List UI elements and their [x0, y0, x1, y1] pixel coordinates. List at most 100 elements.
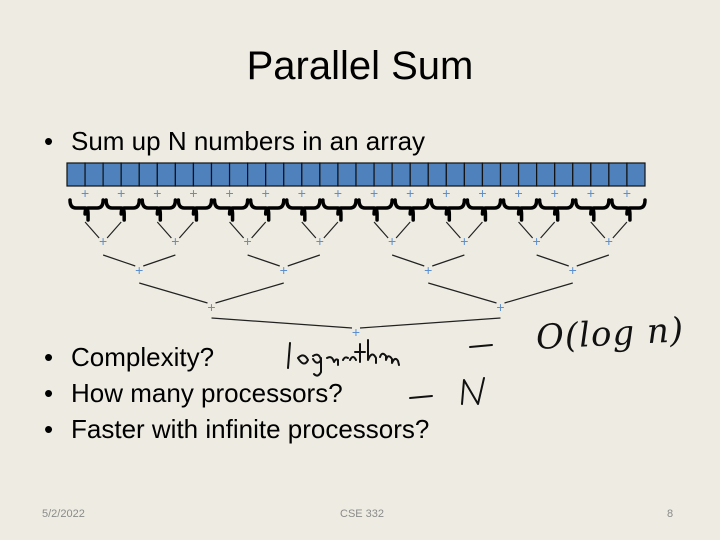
array-cell [572, 162, 592, 187]
array-cell [499, 162, 520, 187]
plus-operator: + [406, 185, 414, 201]
brace [176, 198, 214, 222]
brace [537, 198, 575, 222]
tree-edge [518, 221, 534, 239]
brace [104, 198, 141, 222]
plus-operator: + [262, 185, 270, 201]
brace [429, 198, 467, 222]
tree-edge [445, 221, 461, 239]
plus-operator: + [551, 185, 559, 201]
brace [321, 198, 358, 222]
tree-edge [467, 221, 483, 239]
tree-edge [612, 221, 628, 239]
plus-operator: + [460, 233, 468, 249]
tree-edge [102, 254, 136, 267]
tree-edge [229, 221, 245, 239]
tree-edge [139, 282, 208, 304]
tree-edge [156, 221, 172, 239]
array-cell [120, 162, 140, 187]
array-cell [265, 162, 285, 187]
tree-edge [84, 221, 100, 239]
plus-operator: + [316, 233, 324, 249]
footer-date: 5/2/2022 [42, 508, 85, 520]
slide-title: Parallel Sum [246, 44, 474, 88]
brace [248, 198, 286, 222]
brace [574, 198, 611, 222]
plus-operator: + [153, 185, 161, 201]
plus-operator: + [81, 185, 89, 201]
plus-operator: + [298, 185, 306, 201]
tree-edge [391, 254, 425, 267]
array-cell [373, 162, 393, 187]
brace [393, 198, 430, 222]
plus-operator: + [587, 185, 595, 201]
array-cell [192, 162, 213, 187]
array-cell [156, 162, 176, 187]
bullet-processors: •How many processors? [44, 378, 343, 408]
bullet-infinite: •Faster with infinite processors? [44, 414, 430, 444]
plus-operator: + [605, 233, 613, 249]
plus-operator: + [135, 262, 143, 278]
plus-operator: + [496, 299, 504, 315]
plus-operator: + [623, 185, 631, 201]
tree-edge [576, 254, 610, 267]
array-cell [517, 162, 538, 187]
array-cell [481, 162, 502, 187]
tree-edge [373, 221, 389, 239]
array-cell [138, 162, 158, 187]
plus-operator: + [370, 185, 378, 201]
tree-edge [323, 221, 339, 239]
bullet-sum: •Sum up N numbers in an array [44, 126, 426, 156]
tree-edge [540, 221, 556, 239]
brace [140, 198, 178, 222]
tree-edge [247, 254, 280, 267]
brace [465, 198, 503, 222]
tree-edge [536, 254, 569, 267]
plus-operator: + [171, 233, 179, 249]
plus-operator: + [207, 299, 215, 315]
array-cell [608, 162, 628, 187]
tree-edge [432, 254, 465, 267]
array-cell [445, 162, 465, 187]
tree-edge [143, 254, 176, 267]
plus-operator: + [352, 324, 360, 340]
plus-operator: + [280, 262, 288, 278]
tree-edge [287, 254, 321, 267]
tree-edge [178, 221, 194, 239]
plus-operator: + [424, 262, 432, 278]
array-cell [283, 162, 303, 187]
bullet-complexity: •Complexity? [44, 342, 215, 372]
tree-edge [395, 221, 411, 239]
array-cell [319, 162, 339, 187]
plus-operator: + [569, 262, 577, 278]
array-cell [301, 162, 321, 187]
plus-operator: + [442, 185, 450, 201]
plus-operator: + [388, 233, 396, 249]
brace [357, 198, 394, 222]
footer-page-number: 8 [667, 508, 674, 520]
footer-course: CSE 332 [340, 508, 385, 520]
array-cell [355, 162, 375, 187]
tree-edge [428, 282, 497, 304]
array-cell [337, 162, 357, 187]
brace [285, 198, 322, 222]
brace [501, 198, 539, 222]
array-cell [228, 162, 249, 187]
plus-operator: + [99, 233, 107, 249]
array-cell [102, 162, 122, 187]
array-cell [247, 162, 267, 187]
array-cell [84, 162, 104, 187]
plus-operator: + [189, 185, 197, 201]
tree-edge [251, 221, 267, 239]
plus-operator: + [478, 185, 486, 201]
array-cell [554, 162, 574, 187]
brace [610, 198, 647, 222]
tree-edge [504, 282, 573, 304]
plus-operator: + [334, 185, 342, 201]
tree-edge [106, 221, 122, 239]
tree-edge [215, 282, 284, 304]
plus-operator: + [514, 185, 522, 201]
array-cell [66, 162, 86, 187]
array-cell [409, 162, 429, 187]
